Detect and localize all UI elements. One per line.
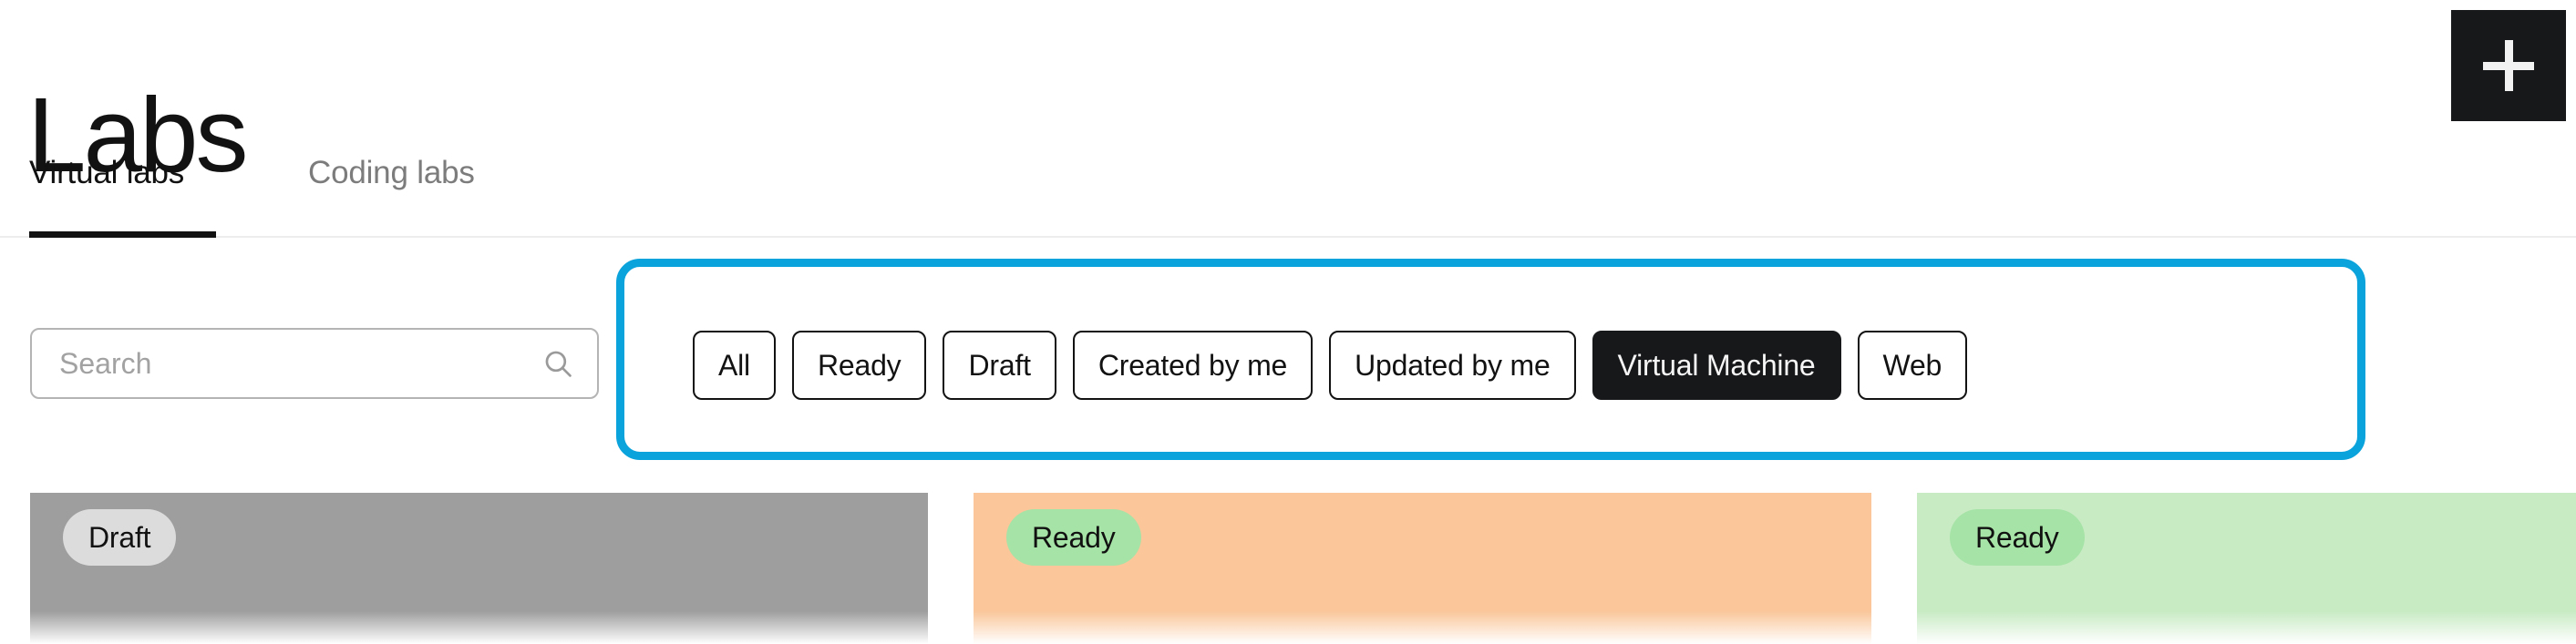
- card-fade-overlay: [1917, 611, 2576, 644]
- card-fade-overlay: [974, 611, 1871, 644]
- search-input[interactable]: [57, 341, 517, 386]
- lab-card-grid: Draft Ready Ready: [0, 493, 2576, 644]
- lab-card[interactable]: Draft: [30, 493, 928, 644]
- lab-card[interactable]: Ready: [974, 493, 1871, 644]
- filter-pill-draft[interactable]: Draft: [943, 331, 1056, 400]
- tab-bar-divider: [0, 236, 2576, 238]
- filter-pill-virtual-machine[interactable]: Virtual Machine: [1592, 331, 1841, 400]
- filter-bar-highlight: [616, 259, 2365, 460]
- tab-bar: Virtual labs Coding labs: [0, 153, 2576, 239]
- filter-pill-web[interactable]: Web: [1857, 331, 1968, 400]
- filter-pill-updated-by-me[interactable]: Updated by me: [1329, 331, 1576, 400]
- tab-coding-labs[interactable]: Coding labs: [308, 153, 475, 193]
- status-badge: Draft: [63, 509, 177, 566]
- page-title: Labs: [27, 75, 249, 194]
- status-badge: Ready: [1950, 509, 2085, 566]
- plus-icon-vertical: [2504, 40, 2513, 91]
- filter-pill-group: All Ready Draft Created by me Updated by…: [693, 331, 1968, 400]
- filter-pill-all[interactable]: All: [693, 331, 776, 400]
- search-icon[interactable]: [542, 348, 573, 379]
- filter-pill-ready[interactable]: Ready: [791, 331, 927, 400]
- search-box[interactable]: [30, 328, 599, 399]
- tab-virtual-labs[interactable]: Virtual labs: [29, 153, 184, 193]
- lab-card[interactable]: Ready: [1917, 493, 2576, 644]
- card-fade-overlay: [30, 611, 928, 644]
- add-lab-button[interactable]: [2451, 10, 2566, 121]
- active-tab-indicator: [29, 231, 216, 238]
- status-badge: Ready: [1006, 509, 1141, 566]
- filter-pill-created-by-me[interactable]: Created by me: [1072, 331, 1314, 400]
